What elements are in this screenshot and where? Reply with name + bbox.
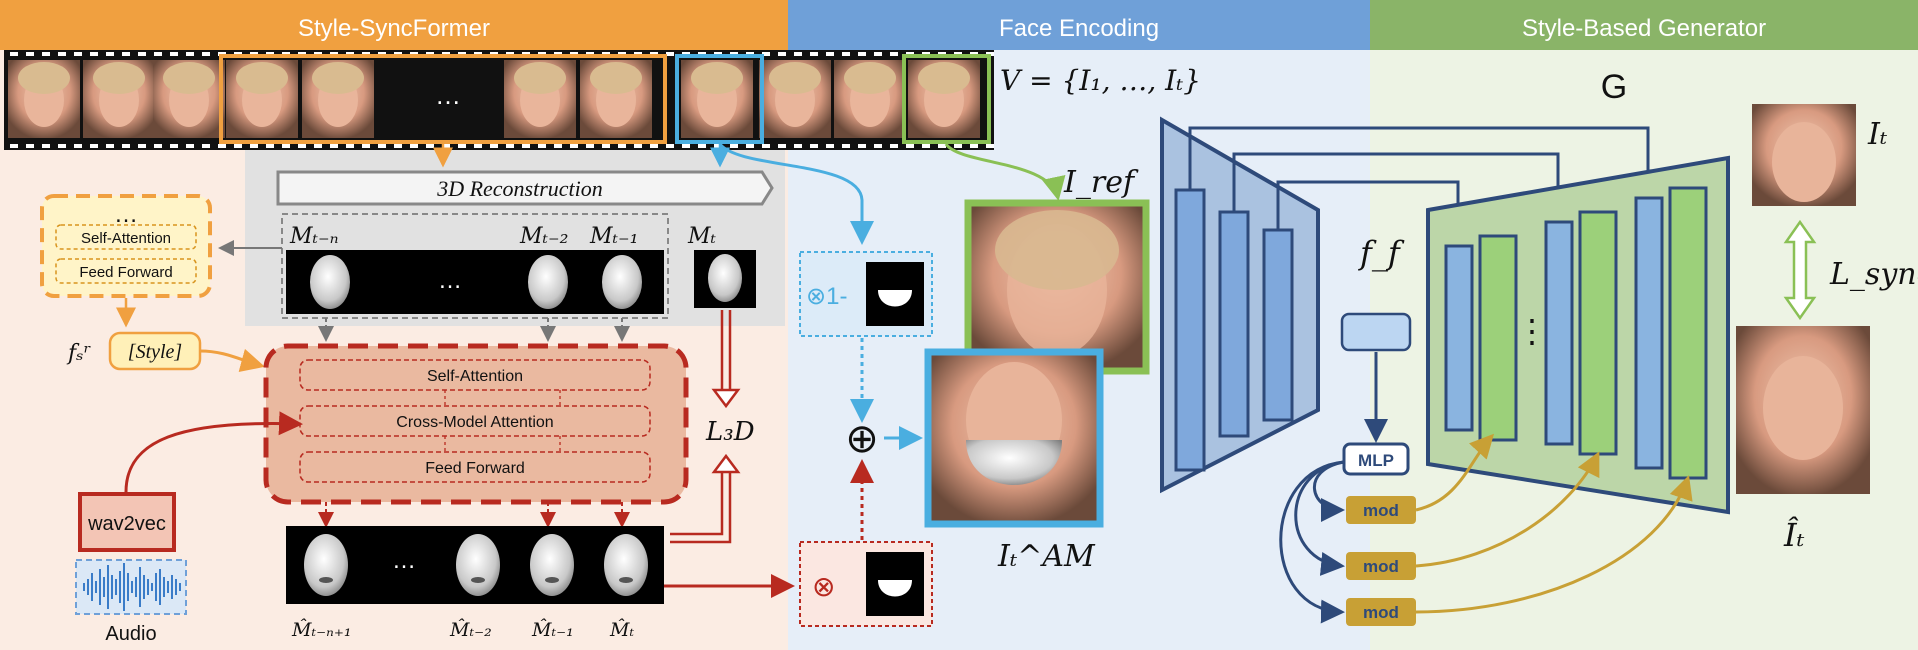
- reconstruction-label: 3D Reconstruction: [436, 176, 603, 201]
- style-self-attention-label: Self-Attention: [81, 230, 171, 247]
- sync-self-attention-layer: [299, 359, 651, 391]
- mask-history-box: [281, 213, 669, 319]
- wav2vec-block: [78, 492, 176, 552]
- pred-label-t-1: M̂ₜ₋₁: [531, 619, 574, 641]
- predicted-mask-3: [530, 534, 574, 596]
- mask-history-ellipsis: …: [438, 267, 462, 294]
- gen-green-layer-1: [1478, 234, 1518, 442]
- pred-label-t: M̂ₜ: [609, 619, 634, 641]
- sync-feed-forward-layer: [299, 451, 651, 483]
- window-frames-box: [219, 54, 667, 144]
- mask-label-t-2: Mₜ₋₂: [519, 224, 568, 249]
- mod-label-1: mod: [1363, 501, 1399, 520]
- sync-loss-arrow: [1783, 219, 1817, 321]
- target-frame-label: Iₜ: [1867, 117, 1888, 152]
- header-syncformer-label: Style-SyncFormer: [298, 15, 490, 42]
- gen-green-layer-2: [1578, 210, 1618, 456]
- style-feed-forward-layer: [55, 258, 197, 284]
- history-mask-3: [602, 255, 642, 309]
- loss-3d-label: L₃D: [705, 417, 755, 447]
- reconstruction-bar: [276, 170, 774, 206]
- predicted-mask-ellipsis: …: [392, 547, 416, 574]
- style-feature-label: fₛʳ: [66, 341, 92, 366]
- mlp-block: [1342, 442, 1410, 476]
- mod-label-2: mod: [1363, 557, 1399, 576]
- mod-block-1: [1346, 496, 1416, 524]
- header-generator-label: Style-Based Generator: [1522, 15, 1766, 42]
- inverse-mask-op-symbol: ⊗1-: [806, 283, 847, 310]
- history-mask-2: [528, 255, 568, 309]
- sync-feed-forward-label: Feed Forward: [425, 460, 525, 477]
- gen-green-layer-3: [1668, 186, 1708, 480]
- face-feature-box: [1340, 312, 1412, 352]
- style-encoder-block: [40, 194, 212, 298]
- pred-label-t-2: M̂ₜ₋₂: [449, 619, 492, 641]
- video-set-label: V = {I₁, …, Iₜ}: [1000, 64, 1201, 97]
- mask-op-symbol: ⊗: [812, 571, 835, 602]
- reference-image-label: I_ref: [1063, 165, 1139, 200]
- encoder-layer-1: [1174, 188, 1206, 472]
- audio-waveform: [83, 563, 181, 611]
- mlp-label: MLP: [1358, 451, 1394, 470]
- masked-input-label: Iₜ^AM: [997, 539, 1096, 574]
- gen-blue-layer-1: [1444, 244, 1474, 432]
- mask-label-t-1: Mₜ₋₁: [589, 224, 638, 249]
- gen-blue-layer-2: [1544, 220, 1574, 446]
- encoder-layer-2: [1218, 210, 1250, 438]
- gen-blue-layer-3: [1634, 196, 1664, 470]
- face-feature-label: f_f: [1358, 234, 1405, 272]
- style-self-attention-layer: [55, 224, 197, 250]
- header-face-encoding-label: Face Encoding: [999, 15, 1159, 42]
- predicted-mask-2: [456, 534, 500, 596]
- style-encoder-dots: …: [114, 201, 138, 228]
- mod-label-3: mod: [1363, 603, 1399, 622]
- film-ellipsis: …: [435, 80, 461, 110]
- style-feed-forward-label: Feed Forward: [79, 264, 172, 281]
- generator-vdots: ⋮: [1516, 313, 1548, 349]
- sync-loss-label: L_sync: [1829, 257, 1918, 292]
- generator-title: G: [1601, 68, 1627, 106]
- current-mask-face: [708, 254, 742, 302]
- wav2vec-label: wav2vec: [87, 513, 166, 535]
- audio-label: Audio: [105, 623, 156, 645]
- current-frame-box: [675, 54, 764, 144]
- output-frame-label: Îₜ: [1783, 516, 1805, 554]
- header-syncformer: [0, 0, 788, 50]
- video-film-strip: …: [4, 50, 994, 150]
- sync-cross-attention-layer: [299, 405, 651, 437]
- predicted-mask-1: [304, 534, 348, 596]
- reference-frame-box: [902, 54, 991, 144]
- combine-plus-symbol: ⊕: [845, 417, 879, 461]
- header-face-encoding: [788, 0, 1370, 50]
- pred-label-t-n1: M̂ₜ₋ₙ₊₁: [291, 619, 352, 641]
- sync-cross-attention-label: Cross-Model Attention: [396, 414, 553, 431]
- style-token-label: [Style]: [128, 341, 182, 363]
- header-generator: [1370, 0, 1918, 50]
- mod-block-2: [1346, 552, 1416, 580]
- mask-label-t-n: Mₜ₋ₙ: [289, 224, 338, 249]
- encoder-layer-3: [1262, 228, 1294, 422]
- mod-block-3: [1346, 598, 1416, 626]
- predicted-mask-4: [604, 534, 648, 596]
- history-mask-1: [310, 255, 350, 309]
- mask-label-t: Mₜ: [687, 224, 717, 249]
- sync-self-attention-label: Self-Attention: [427, 368, 523, 385]
